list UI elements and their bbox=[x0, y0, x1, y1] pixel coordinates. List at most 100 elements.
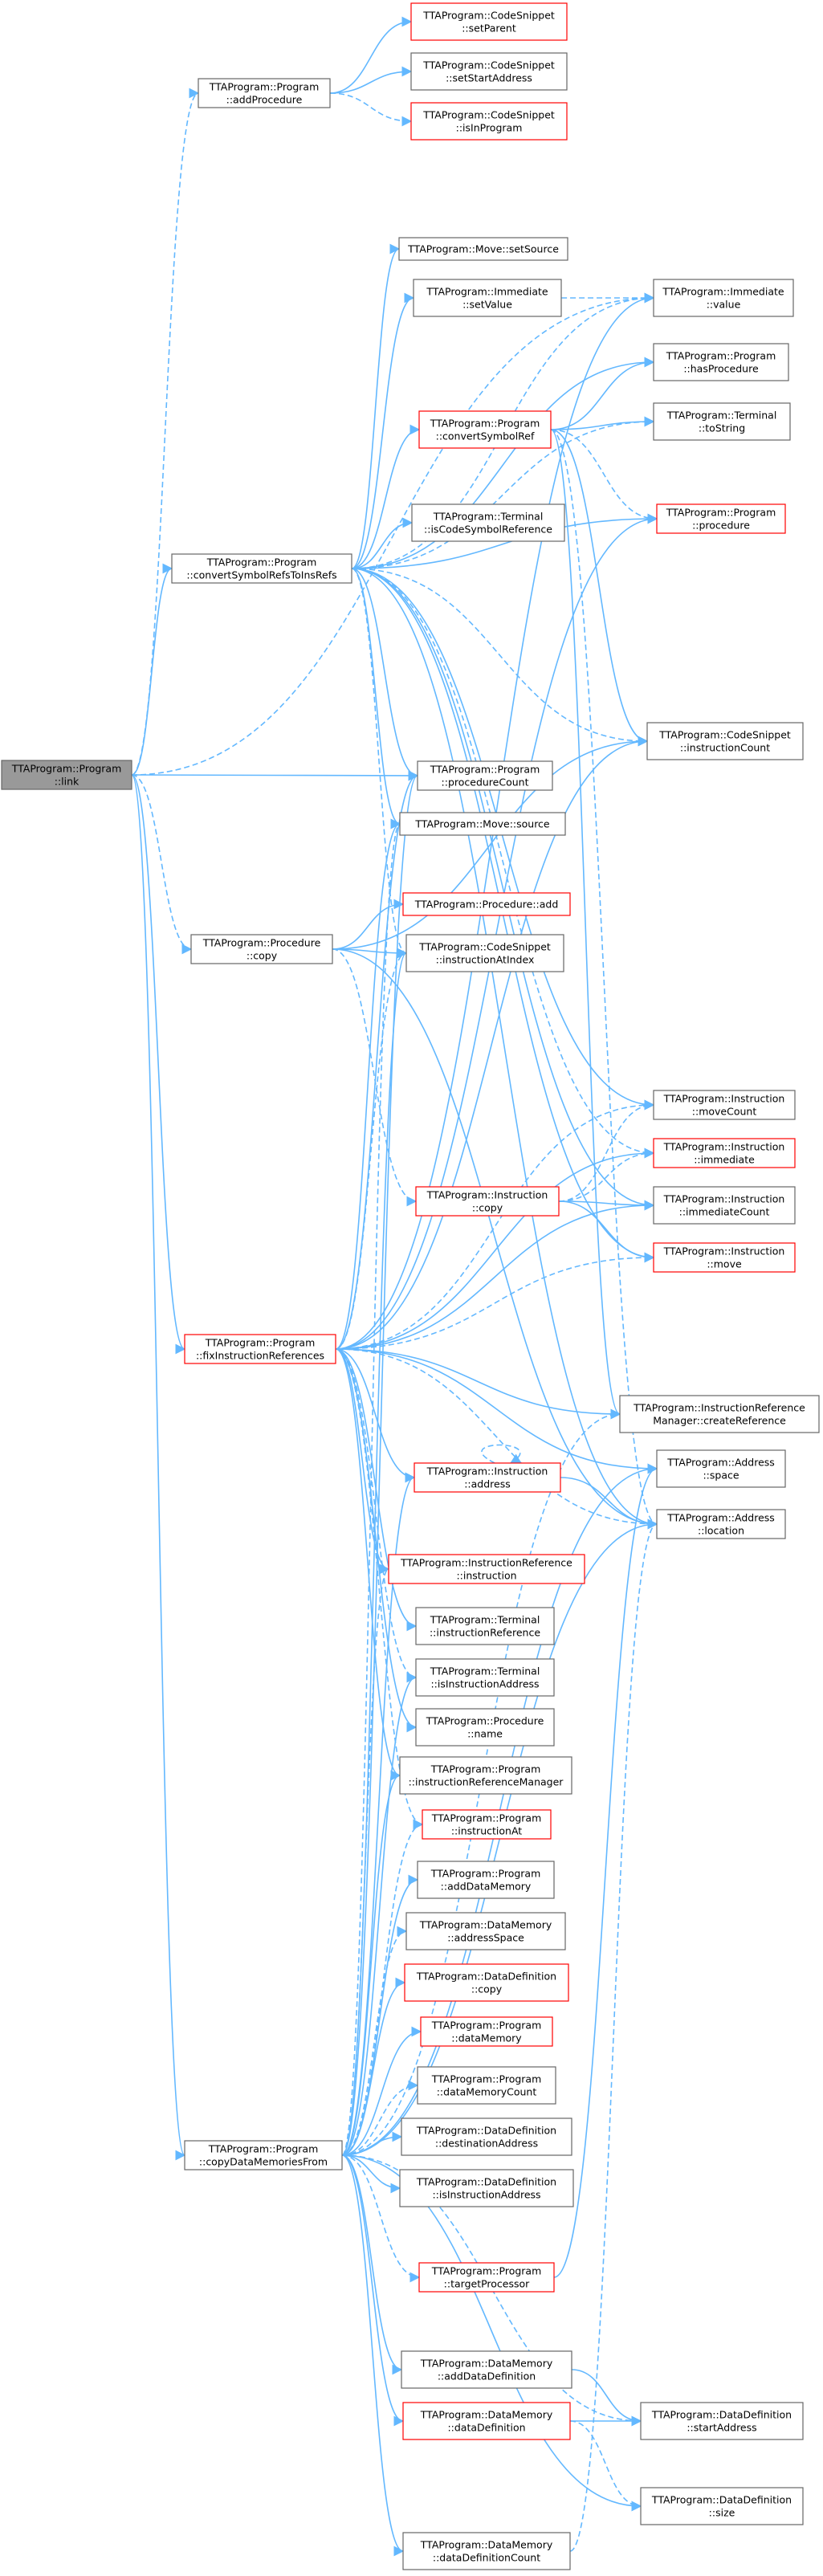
node-label-line: TTAProgram::DataDefinition bbox=[416, 2125, 556, 2137]
node-dataMemCount[interactable]: TTAProgram::Program::dataMemoryCount bbox=[417, 2066, 556, 2105]
node-label-line: ::copy bbox=[471, 1983, 503, 1995]
node-instrCopy[interactable]: TTAProgram::Instruction::copy bbox=[415, 1186, 560, 1217]
edge-root-to-copyDataMem bbox=[131, 774, 186, 2160]
node-label-line: ::isInstructionAddress bbox=[432, 2189, 540, 2201]
node-label-line: ::dataMemoryCount bbox=[437, 2086, 537, 2098]
node-convertSymbolRef[interactable]: TTAProgram::Program::convertSymbolRef bbox=[418, 410, 552, 449]
node-ddSize[interactable]: TTAProgram::DataDefinition::size bbox=[640, 2487, 804, 2525]
node-label-line: TTAProgram::Instruction bbox=[663, 1193, 785, 1205]
edge-procCopy-to-procAdd bbox=[332, 899, 405, 950]
node-label-line: ::addProcedure bbox=[226, 94, 303, 106]
node-setParent[interactable]: TTAProgram::CodeSnippet::setParent bbox=[410, 2, 568, 41]
node-immSetValue[interactable]: TTAProgram::Immediate::setValue bbox=[413, 279, 562, 317]
node-progProcedure[interactable]: TTAProgram::Program::procedure bbox=[656, 503, 786, 534]
node-box bbox=[619, 1395, 820, 1433]
node-label-line: ::copy bbox=[472, 1202, 503, 1214]
node-procCopy[interactable]: TTAProgram::Procedure::copy bbox=[190, 934, 333, 964]
node-label-line: ::instructionAtIndex bbox=[436, 954, 535, 966]
node-label-line: TTAProgram::CodeSnippet bbox=[422, 59, 555, 71]
node-addrLocation[interactable]: TTAProgram::Address::location bbox=[656, 1509, 786, 1539]
node-label-line: TTAProgram::Program bbox=[430, 1763, 541, 1775]
edge-fixRefs-to-irInstruction bbox=[335, 1348, 390, 1575]
node-targetProc[interactable]: TTAProgram::Program::targetProcessor bbox=[418, 2262, 555, 2293]
node-dmAddDD[interactable]: TTAProgram::DataMemory::addDataDefinitio… bbox=[401, 2350, 572, 2389]
node-box bbox=[190, 934, 333, 964]
node-box bbox=[402, 892, 571, 916]
node-ddDestAddr[interactable]: TTAProgram::DataDefinition::destinationA… bbox=[401, 2117, 572, 2156]
node-dataMemory[interactable]: TTAProgram::Program::dataMemory bbox=[420, 2016, 553, 2047]
node-instrImmediate[interactable]: TTAProgram::Instruction::immediate bbox=[653, 1138, 796, 1168]
node-label-line: TTAProgram::Move::source bbox=[414, 818, 550, 830]
node-label-line: ::destinationAddress bbox=[435, 2138, 538, 2150]
node-label-line: ::copy bbox=[246, 950, 278, 962]
node-label-line: ::move bbox=[707, 1258, 742, 1270]
node-addDataMem[interactable]: TTAProgram::Program::addDataMemory bbox=[417, 1861, 555, 1899]
node-hasProcedure[interactable]: TTAProgram::Program::hasProcedure bbox=[653, 343, 789, 381]
node-immCount[interactable]: TTAProgram::Instruction::immediateCount bbox=[653, 1186, 796, 1225]
node-ddCopy[interactable]: TTAProgram::DataDefinition::copy bbox=[404, 1963, 569, 2002]
edge-instrCopy-to-instrMove bbox=[558, 1200, 655, 1263]
node-label-line: ::dataDefinitionCount bbox=[433, 2552, 540, 2564]
node-label-line: TTAProgram::Procedure bbox=[426, 1715, 544, 1727]
edge-fixRefs-to-instrAddress bbox=[335, 1348, 416, 1483]
node-moveCount[interactable]: TTAProgram::Instruction::moveCount bbox=[653, 1090, 796, 1120]
node-createRef[interactable]: TTAProgram::InstructionReferenceManager:… bbox=[619, 1395, 820, 1433]
node-label-line: ::toString bbox=[699, 422, 745, 434]
node-label-line: ::dataMemory bbox=[451, 2032, 522, 2044]
edge-fixRefs-to-moveSource bbox=[335, 818, 401, 1350]
edge-fixRefs-to-createRef bbox=[335, 1348, 621, 1420]
node-dmDDCount[interactable]: TTAProgram::DataMemory::dataDefinitionCo… bbox=[402, 2532, 571, 2570]
node-procCount[interactable]: TTAProgram::Program::procedureCount bbox=[417, 760, 553, 791]
edge-convertRefs-to-moveSource bbox=[351, 568, 401, 829]
node-label-line: TTAProgram::Instruction bbox=[663, 1141, 785, 1153]
edge-instrAddress-to-instrAddress bbox=[481, 1444, 522, 1464]
node-label-line: ::instructionAt bbox=[451, 1825, 522, 1837]
node-termIsInstrAddr[interactable]: TTAProgram::Terminal::isInstructionAddre… bbox=[415, 1658, 555, 1697]
node-addrSpace[interactable]: TTAProgram::Address::space bbox=[656, 1449, 786, 1488]
node-setStartAddress[interactable]: TTAProgram::CodeSnippet::setStartAddress bbox=[410, 52, 568, 91]
node-box bbox=[420, 2016, 553, 2047]
node-isInProgram[interactable]: TTAProgram::CodeSnippet::isInProgram bbox=[410, 102, 568, 141]
edge-copyDataMem-to-dmDDCount bbox=[341, 2154, 405, 2557]
node-ddIsInstrAddr[interactable]: TTAProgram::DataDefinition::isInstructio… bbox=[399, 2169, 574, 2207]
node-instrMove[interactable]: TTAProgram::Instruction::move bbox=[653, 1242, 796, 1273]
node-ddStartAddr[interactable]: TTAProgram::DataDefinition::startAddress bbox=[640, 2402, 804, 2440]
node-isCodeSymRef[interactable]: TTAProgram::Terminal::isCodeSymbolRefere… bbox=[411, 503, 565, 542]
node-box bbox=[1, 760, 132, 790]
node-immValue[interactable]: TTAProgram::Immediate::value bbox=[653, 279, 794, 317]
node-label-line: TTAProgram::CodeSnippet bbox=[422, 10, 555, 22]
node-box bbox=[405, 1912, 566, 1950]
node-moveSource[interactable]: TTAProgram::Move::source bbox=[399, 812, 566, 836]
node-box bbox=[653, 1090, 796, 1120]
node-box bbox=[405, 934, 564, 972]
node-root[interactable]: TTAProgram::Program::link bbox=[1, 760, 132, 790]
node-dmAddrSpace[interactable]: TTAProgram::DataMemory::addressSpace bbox=[405, 1912, 566, 1950]
node-copyDataMem[interactable]: TTAProgram::Program::copyDataMemoriesFro… bbox=[184, 2140, 343, 2170]
node-procAdd[interactable]: TTAProgram::Procedure::add bbox=[402, 892, 571, 916]
node-label-line: ::immediate bbox=[694, 1154, 755, 1166]
node-fixRefs[interactable]: TTAProgram::Program::fixInstructionRefer… bbox=[184, 1334, 336, 1364]
node-box bbox=[402, 2532, 571, 2570]
node-irInstruction[interactable]: TTAProgram::InstructionReference::instru… bbox=[388, 1554, 585, 1584]
node-box bbox=[413, 279, 562, 317]
node-label-line: ::hasProcedure bbox=[683, 363, 759, 375]
node-moveSetSource[interactable]: TTAProgram::Move::setSource bbox=[398, 237, 568, 261]
node-instrAddress[interactable]: TTAProgram::Instruction::address bbox=[414, 1462, 561, 1493]
edge-copyDataMem-to-ddIsInstrAddr bbox=[341, 2154, 401, 2194]
node-irManager[interactable]: TTAProgram::Program::instructionReferenc… bbox=[399, 1756, 572, 1795]
node-label-line: ::moveCount bbox=[692, 1106, 757, 1118]
node-label-line: ::fixInstructionReferences bbox=[196, 1350, 324, 1362]
edge-fixRefs-to-instrImmediate bbox=[335, 1147, 655, 1350]
node-addProcedure[interactable]: TTAProgram::Program::addProcedure bbox=[198, 78, 331, 108]
node-label-line: ::convertSymbolRefsToInsRefs bbox=[186, 569, 336, 581]
node-convertRefs[interactable]: TTAProgram::Program::convertSymbolRefsTo… bbox=[171, 553, 352, 584]
node-instrAtIndex[interactable]: TTAProgram::CodeSnippet::instructionAtIn… bbox=[405, 934, 564, 972]
node-box bbox=[410, 102, 568, 141]
node-instrCount[interactable]: TTAProgram::CodeSnippet::instructionCoun… bbox=[646, 722, 804, 760]
node-termInstrRef[interactable]: TTAProgram::Terminal::instructionReferen… bbox=[415, 1607, 555, 1645]
node-dmDD[interactable]: TTAProgram::DataMemory::dataDefinition bbox=[402, 2402, 571, 2440]
edge-fixRefs-to-irManager bbox=[335, 1348, 401, 1781]
node-instrAt[interactable]: TTAProgram::Program::instructionAt bbox=[422, 1809, 552, 1840]
node-procName[interactable]: TTAProgram::Procedure::name bbox=[415, 1708, 555, 1747]
node-termToString[interactable]: TTAProgram::Terminal::toString bbox=[653, 402, 791, 441]
